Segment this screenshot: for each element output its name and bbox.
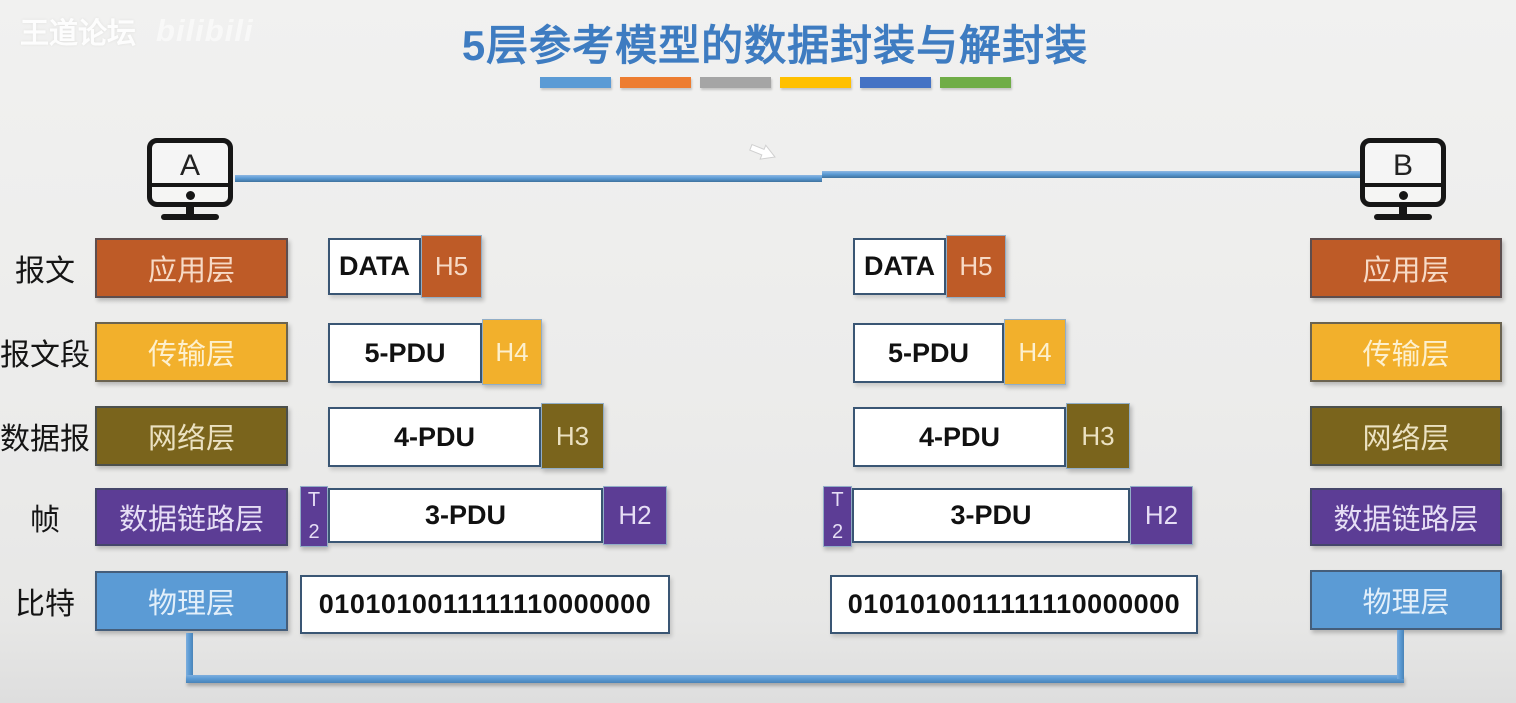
- monitor-screen: B: [1360, 138, 1446, 207]
- monitor-stand: [1399, 207, 1407, 214]
- pdu-label-frame: 帧: [30, 504, 60, 537]
- header-box-h3-right: H3: [1066, 403, 1130, 469]
- payload-box-3pdu-left: 3-PDU: [328, 488, 603, 543]
- monitor-bar: [1365, 183, 1441, 202]
- physical-medium-line-right: [1397, 630, 1404, 679]
- header-box-h2-left: H2: [603, 486, 667, 545]
- bit-stream-box-left: 0101010011111110000000: [300, 575, 670, 634]
- host-a-computer-icon: A: [147, 138, 233, 220]
- trailer-t: T: [831, 489, 844, 511]
- header-box-h5-left: H5: [421, 235, 482, 298]
- host-b-label: B: [1392, 149, 1413, 182]
- monitor-dot: [185, 190, 195, 200]
- legend-dash-blue: [539, 77, 611, 88]
- pdu-label-bit: 比特: [15, 588, 75, 621]
- pdu-label-segment: 报文段: [0, 339, 90, 372]
- monitor-bar: [152, 183, 228, 202]
- layer-box-application-right: 应用层: [1310, 238, 1502, 298]
- trailer-box-t2-left: T 2: [300, 486, 328, 547]
- layer-box-physical-right: 物理层: [1310, 570, 1502, 630]
- header-box-h5-right: H5: [946, 235, 1006, 298]
- layer-box-datalink-right: 数据链路层: [1310, 488, 1502, 546]
- pdu-label-message: 报文: [15, 255, 75, 288]
- layer-box-datalink-left: 数据链路层: [95, 488, 288, 546]
- host-a-label: A: [179, 149, 200, 182]
- monitor-base: [161, 214, 219, 220]
- header-box-h4-right: H4: [1004, 319, 1066, 385]
- payload-box-data-right: DATA: [853, 238, 946, 295]
- legend-dash-green: [939, 77, 1011, 88]
- physical-medium-line-bottom: [186, 675, 1404, 683]
- header-box-h2-right: H2: [1130, 486, 1193, 545]
- bit-stream-box-right: 0101010011111110000000: [830, 575, 1198, 634]
- layer-box-physical-left: 物理层: [95, 571, 288, 631]
- legend-dash-yellow: [779, 77, 851, 88]
- legend-dash-darkblue: [859, 77, 931, 88]
- header-box-h3-left: H3: [541, 403, 604, 469]
- physical-medium-line-left: [186, 633, 193, 679]
- monitor-stand: [186, 207, 194, 214]
- mouse-cursor-icon: [745, 139, 780, 171]
- host-link-line-left: [235, 175, 822, 182]
- host-link-line-right: [822, 171, 1360, 178]
- payload-box-4pdu-right: 4-PDU: [853, 407, 1066, 467]
- payload-box-3pdu-right: 3-PDU: [852, 488, 1130, 543]
- watermark-brand: 王道论坛: [20, 18, 137, 50]
- trailer-2: 2: [308, 521, 320, 543]
- bilibili-logo: bilibili: [156, 13, 254, 48]
- title-underline-dashes: [17, 77, 1516, 88]
- monitor-base: [1374, 214, 1432, 220]
- pdu-label-datagram: 数据报: [0, 423, 90, 456]
- payload-box-5pdu-left: 5-PDU: [328, 323, 482, 383]
- trailer-2: 2: [831, 521, 844, 543]
- payload-box-5pdu-right: 5-PDU: [853, 323, 1004, 383]
- host-b-computer-icon: B: [1360, 138, 1446, 220]
- header-box-h4-left: H4: [482, 319, 542, 385]
- trailer-box-t2-right: T 2: [823, 486, 852, 547]
- legend-dash-orange: [619, 77, 691, 88]
- payload-box-data-left: DATA: [328, 238, 421, 295]
- layer-box-network-left: 网络层: [95, 406, 288, 466]
- layer-box-application-left: 应用层: [95, 238, 288, 298]
- layer-box-transport-left: 传输层: [95, 322, 288, 382]
- layer-box-transport-right: 传输层: [1310, 322, 1502, 382]
- monitor-dot: [1398, 190, 1408, 200]
- watermark: 王道论坛 bilibili: [20, 10, 254, 52]
- legend-dash-gray: [699, 77, 771, 88]
- monitor-screen: A: [147, 138, 233, 207]
- trailer-t: T: [307, 489, 321, 511]
- payload-box-4pdu-left: 4-PDU: [328, 407, 541, 467]
- layer-box-network-right: 网络层: [1310, 406, 1502, 466]
- page-title: 5层参考模型的数据封装与解封装: [461, 22, 1089, 69]
